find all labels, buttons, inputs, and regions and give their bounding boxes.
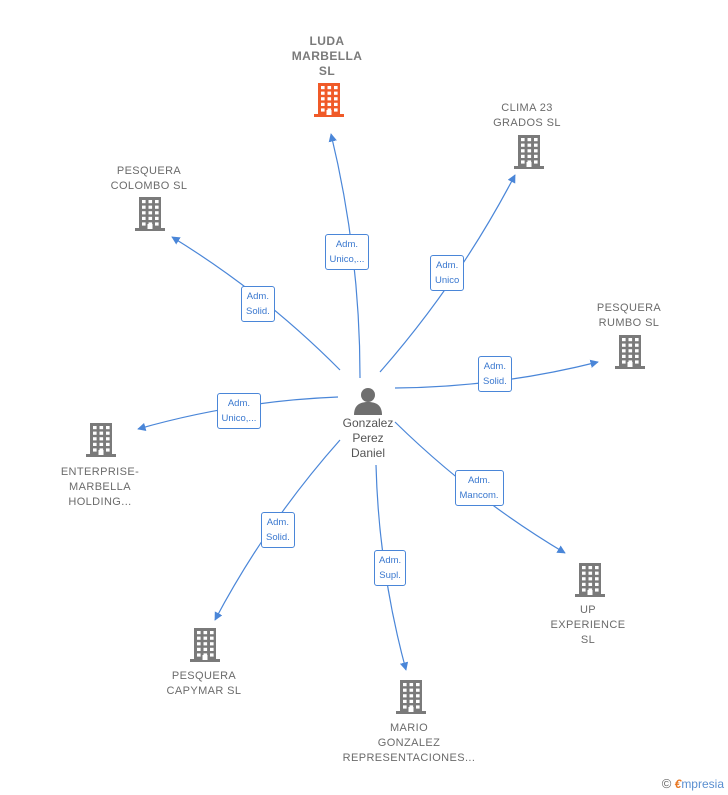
company-label-luda[interactable]: LUDA MARBELLA SL — [252, 34, 402, 79]
company-node-mario[interactable] — [396, 679, 426, 720]
building-icon — [514, 135, 544, 169]
building-icon — [615, 335, 645, 369]
person-name: Gonzalez Perez Daniel — [342, 416, 394, 460]
building-icon — [135, 197, 165, 231]
company-node-capymar[interactable] — [190, 627, 220, 668]
building-icon — [190, 628, 220, 662]
company-label-enterprise[interactable]: ENTERPRISE- MARBELLA HOLDING... — [25, 465, 175, 510]
company-name: ENTERPRISE- MARBELLA HOLDING... — [60, 466, 140, 508]
company-name: PESQUERA CAPYMAR SL — [166, 670, 242, 697]
company-node-enterprise[interactable] — [86, 422, 116, 463]
company-name: LUDA MARBELLA SL — [291, 34, 363, 78]
company-node-colombo[interactable] — [135, 196, 165, 237]
company-node-rumbo[interactable] — [615, 334, 645, 375]
company-name: PESQUERA COLOMBO SL — [110, 165, 188, 192]
person-icon — [354, 388, 382, 415]
relation-badge-clima[interactable]: Adm. Unico — [430, 255, 465, 291]
company-label-capymar[interactable]: PESQUERA CAPYMAR SL — [129, 669, 279, 699]
relation-badge-mario[interactable]: Adm. Supl. — [374, 550, 407, 586]
company-label-mario[interactable]: MARIO GONZALEZ REPRESENTACIONES... — [334, 721, 484, 766]
center-person[interactable]: Gonzalez Perez Daniel — [330, 386, 406, 461]
company-name: CLIMA 23 GRADOS SL — [493, 102, 561, 129]
company-label-colombo[interactable]: PESQUERA COLOMBO SL — [74, 164, 224, 194]
company-node-up[interactable] — [575, 562, 605, 603]
relation-badge-enterprise[interactable]: Adm. Unico,... — [216, 393, 262, 429]
relation-badge-rumbo[interactable]: Adm. Solid. — [478, 356, 512, 392]
copyright-icon: © — [661, 776, 672, 791]
brand-logo-text: mpresia — [681, 777, 724, 791]
company-name: MARIO GONZALEZ REPRESENTACIONES... — [342, 722, 476, 764]
relation-badge-colombo[interactable]: Adm. Solid. — [241, 286, 275, 322]
building-icon — [396, 680, 426, 714]
company-label-up[interactable]: UP EXPERIENCE SL — [513, 603, 663, 648]
company-name: UP EXPERIENCE SL — [550, 604, 626, 646]
relation-badge-luda[interactable]: Adm. Unico,... — [324, 234, 370, 270]
relation-badge-capymar[interactable]: Adm. Solid. — [261, 512, 295, 548]
company-label-rumbo[interactable]: PESQUERA RUMBO SL — [554, 301, 704, 331]
company-node-clima[interactable] — [514, 134, 544, 175]
brand-footer: © €mpresia — [662, 776, 724, 791]
building-icon — [314, 83, 344, 117]
building-icon — [86, 423, 116, 457]
company-node-luda[interactable] — [314, 82, 344, 123]
brand-logo-initial: € — [674, 777, 682, 791]
company-name: PESQUERA RUMBO SL — [596, 302, 662, 329]
company-label-clima[interactable]: CLIMA 23 GRADOS SL — [452, 101, 602, 131]
relation-badge-up[interactable]: Adm. Mancom. — [454, 470, 504, 506]
building-icon — [575, 563, 605, 597]
